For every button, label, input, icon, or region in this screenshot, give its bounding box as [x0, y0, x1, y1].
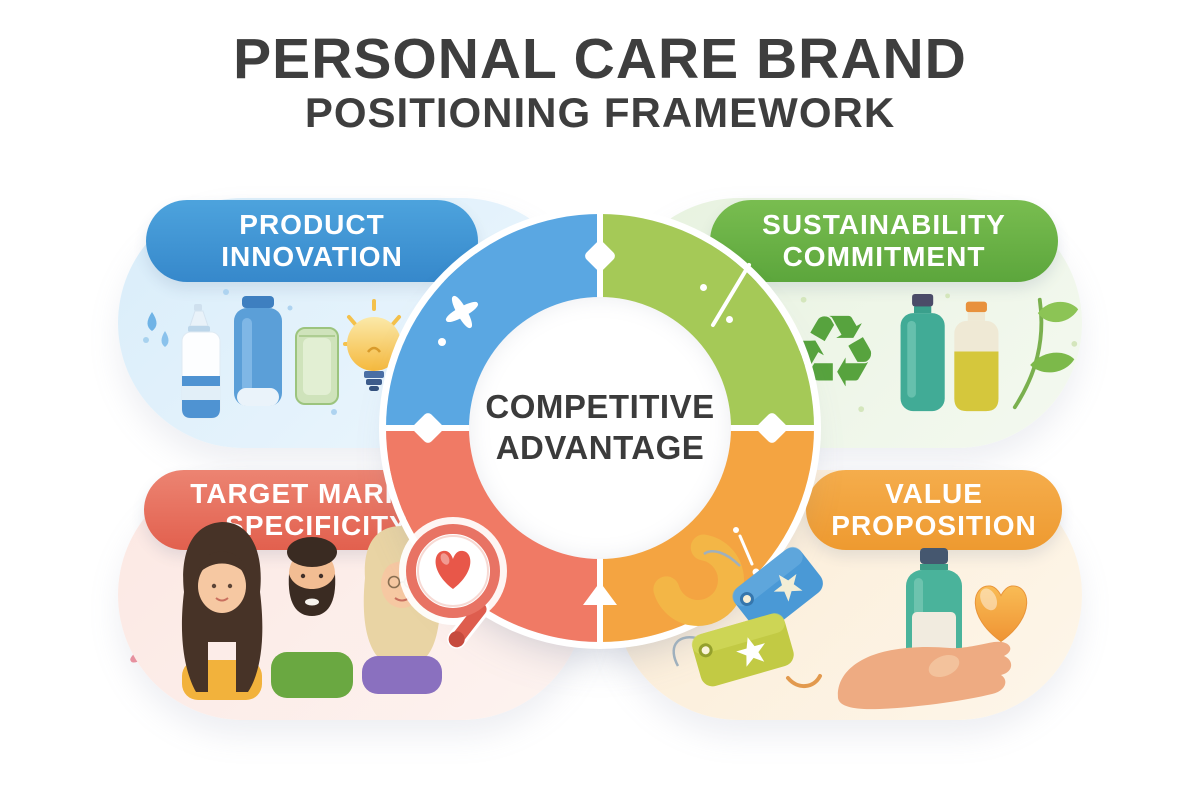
center-label-line2: ADVANTAGE [495, 429, 705, 466]
arrow-up-marker-bottom [583, 582, 617, 605]
quadrant-label-line2: PROPOSITION [831, 510, 1037, 541]
reusable-bottle-icon [900, 293, 945, 412]
quadrant-label-line1: SUSTAINABILITY [762, 209, 1006, 241]
hand-holding-product-icon [837, 548, 1012, 710]
page-title: PERSONAL CARE BRAND POSITIONING FRAMEWOR… [0, 27, 1200, 136]
sustainability-icons: ♻ [794, 293, 1079, 413]
white-dot [726, 316, 733, 323]
white-sparkle-icon [440, 290, 485, 335]
man-customer-icon [271, 537, 353, 698]
gold-hook-icon [652, 534, 744, 626]
white-dot [438, 338, 446, 346]
center-label-line1: COMPETITIVE [485, 388, 715, 426]
price-tags-icon [652, 527, 823, 688]
heart-icon [435, 550, 471, 589]
open-hand-icon [837, 641, 1012, 710]
tag-string [703, 550, 741, 567]
customer-group-icons [181, 522, 442, 700]
header-pill-value-proposition: VALUE PROPOSITION [806, 470, 1062, 550]
diamond-marker-right [755, 411, 789, 445]
natural-oil-bottle-icon [954, 301, 999, 412]
magnifier-heart-icon [399, 517, 507, 649]
tag-string [672, 636, 697, 667]
quadrant-label-line2: INNOVATION [221, 241, 403, 272]
cream-tub-icon [295, 327, 339, 405]
ring-center: COMPETITIVE ADVANTAGE [469, 297, 731, 559]
woman-customer-icon [181, 522, 263, 700]
title-line-1: PERSONAL CARE BRAND [233, 27, 967, 91]
green-price-tag-icon [691, 613, 794, 687]
center-label: COMPETITIVE ADVANTAGE [485, 387, 714, 469]
quadrant-label-line1: VALUE [885, 478, 983, 510]
header-pill-product-innovation: PRODUCT INNOVATION [146, 200, 478, 282]
diamond-marker-top [583, 239, 617, 273]
quadrant-label-line1: PRODUCT [239, 209, 385, 241]
orange-curl [786, 674, 822, 688]
diamond-marker-left [411, 411, 445, 445]
water-drops-icon [143, 312, 169, 347]
green-fleck-dots [800, 293, 1078, 413]
title-line-2: POSITIONING FRAMEWORK [304, 88, 896, 136]
cosmetic-tube-icon [234, 296, 282, 406]
blue-price-tag-icon [732, 546, 823, 633]
pump-bottle-icon [181, 304, 221, 419]
quadrant-label-line2: COMMITMENT [782, 241, 986, 272]
heart-icon [974, 585, 1028, 643]
white-dot [700, 284, 707, 291]
header-pill-sustainability-commitment: SUSTAINABILITY COMMITMENT [710, 200, 1058, 282]
thumb-highlight [928, 654, 960, 678]
lightbulb-icon [343, 299, 403, 391]
product-innovation-icons [143, 289, 403, 419]
leaves-icon [1012, 297, 1079, 410]
